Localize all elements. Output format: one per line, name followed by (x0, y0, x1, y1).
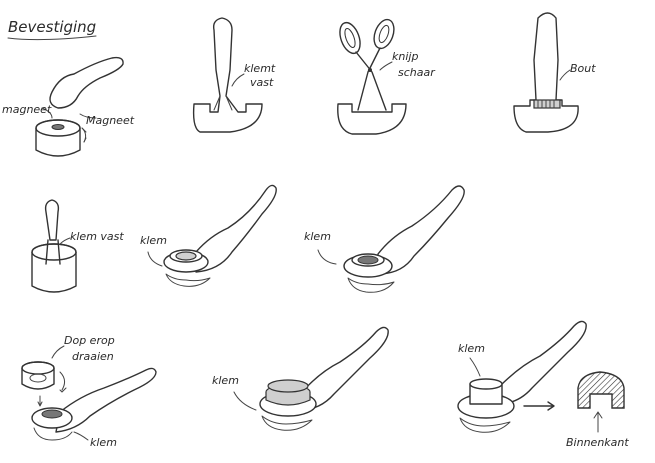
sketch-spoon-clamp-c (259, 326, 389, 431)
sketch-cap-cross-section (577, 371, 625, 409)
label-klem-row3-c: klem (458, 342, 485, 355)
title-underline (7, 35, 97, 41)
arrow-binnenkant (593, 411, 603, 433)
sketch-screw-cap (21, 361, 157, 441)
sketch-clamp-fork (192, 17, 263, 133)
label-knijp: knijp (392, 50, 418, 63)
sketch-clip-on-cup (31, 199, 77, 293)
label-klem-row3-a: klem (90, 436, 117, 449)
arrow-klem-row3-b (233, 391, 257, 411)
label-klem-row2-b: klem (304, 230, 331, 243)
label-draaien: draaien (72, 350, 114, 363)
label-dop-erop: Dop erop (64, 334, 115, 347)
sketch-magnet-spoon (35, 56, 124, 157)
sketch-spoon-clamp-d (457, 320, 587, 433)
sketch-scissors (337, 18, 407, 135)
arrow-klemt-vast (231, 73, 245, 87)
arrow-klem-vast (59, 237, 71, 245)
arrow-bout (559, 69, 571, 81)
label-magneet-right: Magneet (86, 114, 135, 127)
arrow-knijp-schaar (379, 61, 393, 71)
label-magneet-left: magneet (2, 103, 52, 116)
arrow-klem-row3-a (73, 431, 89, 441)
sketch-spoon-clamp-b (343, 185, 465, 293)
sketch-title: Bevestiging (8, 18, 96, 36)
sketch-bolt-clamp (513, 12, 579, 133)
arrow-klem-row3-c (469, 357, 481, 377)
arrow-klem-row2-b (317, 249, 337, 265)
label-klem-row3-b: klem (212, 374, 239, 387)
arrow-klem-row2-a (147, 251, 163, 267)
label-bout: Bout (570, 62, 596, 75)
label-klemt: klemt (244, 62, 276, 75)
arrow-dop-erop (51, 345, 65, 359)
label-klem-vast: klem vast (70, 230, 124, 243)
label-klem-row2-a: klem (140, 234, 167, 247)
label-binnenkant: Binnenkant (566, 436, 629, 449)
label-vast: vast (250, 76, 274, 89)
sketch-spoon-clamp-a (163, 184, 277, 287)
label-schaar: schaar (398, 66, 436, 79)
